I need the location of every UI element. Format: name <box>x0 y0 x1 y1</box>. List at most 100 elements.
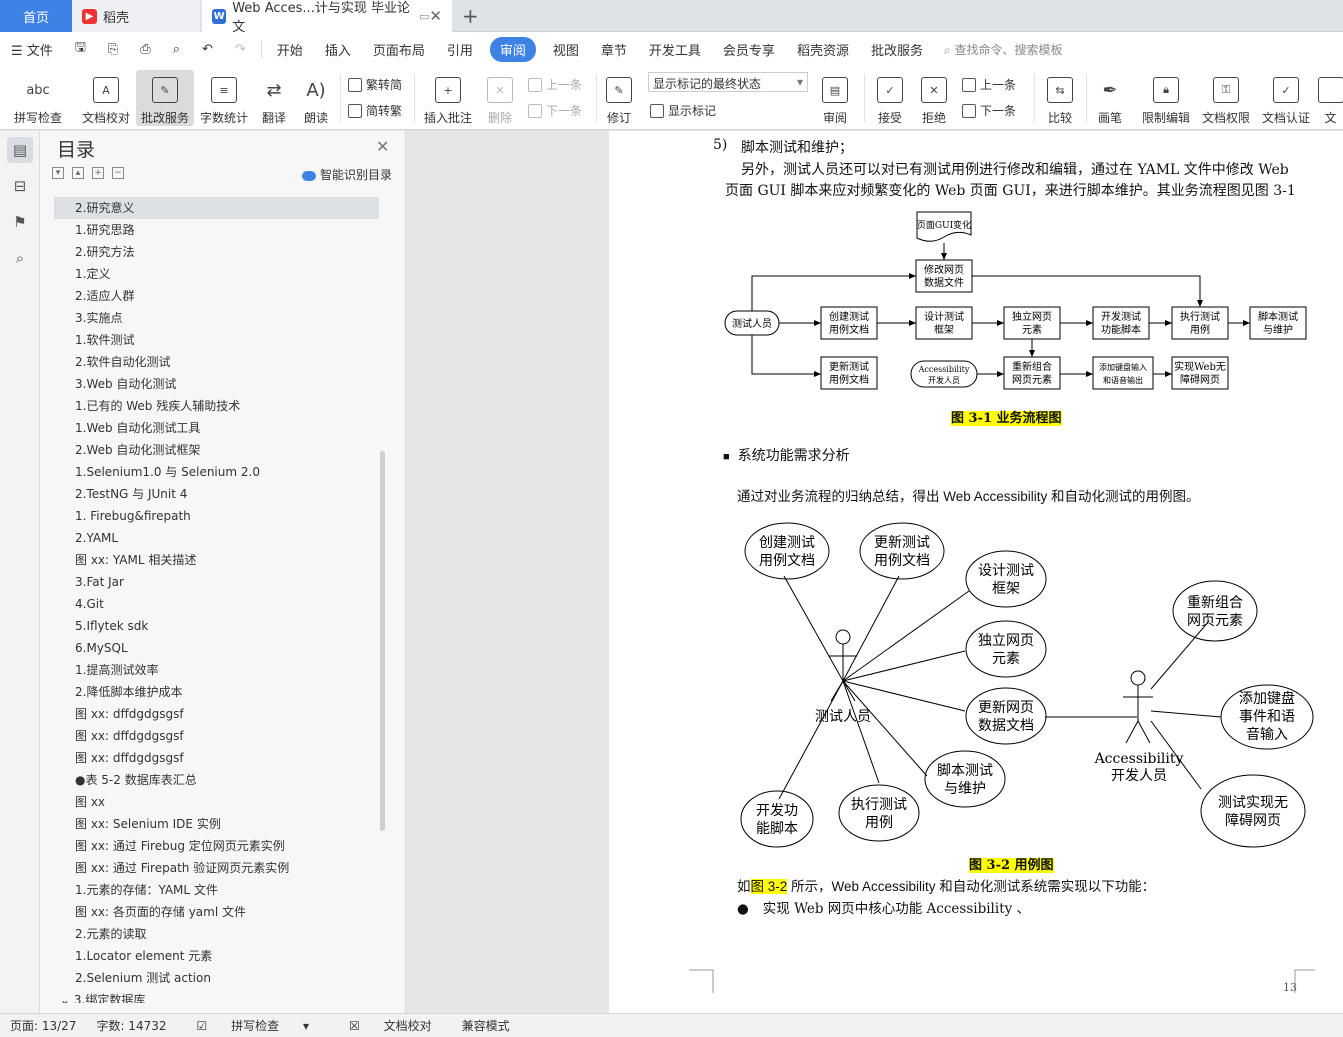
toc-item[interactable]: 图 xx: dffdgdgsgsf <box>75 729 184 743</box>
undo-icon[interactable]: ↶ <box>201 41 213 57</box>
toc-scrollbar[interactable] <box>380 451 385 831</box>
simp-to-trad-button[interactable]: 简转繁 <box>348 102 402 119</box>
accept-button[interactable]: ✓接受 <box>870 70 910 126</box>
menu-start[interactable]: 开始 <box>276 43 303 59</box>
toc-item[interactable]: 图 xx: YAML 相关描述 <box>75 553 197 567</box>
next-comment-button[interactable]: 下一条 <box>528 102 582 119</box>
menu-dev-tools[interactable]: 开发工具 <box>648 43 701 59</box>
insert-comment-button[interactable]: +插入批注 <box>420 70 476 126</box>
command-search[interactable]: ⌕ 查找命令、搜索模板 <box>943 42 1063 57</box>
menu-docer-res[interactable]: 稻壳资源 <box>796 43 849 59</box>
toc-item[interactable]: 2.YAML <box>75 531 119 545</box>
toc-item[interactable]: 2.Web 自动化测试框架 <box>75 443 201 457</box>
status-proofread[interactable]: ☒ 文档校对 <box>339 1017 442 1034</box>
menu-reference[interactable]: 引用 <box>446 43 473 59</box>
new-tab-icon[interactable]: + <box>462 4 479 28</box>
add-heading-icon[interactable]: + <box>92 167 104 179</box>
toc-item[interactable]: 1.已有的 Web 残疾人辅助技术 <box>75 399 241 413</box>
menu-view[interactable]: 视图 <box>552 43 579 59</box>
toc-item[interactable]: ⌄ 3.绑定数据库 <box>54 989 379 1003</box>
menu-layout[interactable]: 页面布局 <box>372 43 425 59</box>
toc-item[interactable]: 1.Web 自动化测试工具 <box>75 421 201 435</box>
toc-item[interactable]: 1.提高测试效率 <box>75 663 159 677</box>
toc-item[interactable]: 2.Selenium 测试 action <box>75 971 211 985</box>
save-icon[interactable]: 🖫 <box>74 40 86 55</box>
markup-state-select[interactable]: 显示标记的最终状态▾ <box>648 72 808 92</box>
delete-comment-button[interactable]: ✕删除 <box>480 70 520 126</box>
smart-toc-button[interactable]: 智能识别目录 <box>302 166 392 183</box>
compare-button[interactable]: ⇆比较 <box>1040 70 1080 126</box>
toc-item[interactable]: 4.Git <box>75 597 104 611</box>
read-aloud-button[interactable]: A)朗读 <box>298 70 334 126</box>
toc-item[interactable]: 1.Selenium1.0 与 Selenium 2.0 <box>75 465 260 479</box>
correction-service-button[interactable]: ✎批改服务 <box>136 70 194 126</box>
close-tab-icon[interactable]: ✕ <box>429 7 442 25</box>
toc-item[interactable]: 3.实施点 <box>75 311 123 325</box>
toc-panel-icon[interactable]: ▤ <box>7 137 33 163</box>
menu-review[interactable]: 审阅 <box>489 36 536 62</box>
toc-item[interactable]: 6.MySQL <box>75 641 128 655</box>
close-icon[interactable]: ✕ <box>376 137 390 156</box>
toc-item[interactable]: 图 xx: 各页面的存储 yaml 文件 <box>75 905 246 919</box>
next-change-button[interactable]: 下一条 <box>962 102 1016 119</box>
menu-member[interactable]: 会员专享 <box>722 43 775 59</box>
menu-insert[interactable]: 插入 <box>324 43 351 59</box>
toc-item[interactable]: 2.元素的读取 <box>75 927 147 941</box>
collapse-level-icon[interactable]: ▾ <box>52 167 64 179</box>
toc-item[interactable]: 1.元素的存储：YAML 文件 <box>75 883 218 897</box>
prev-change-button[interactable]: 上一条 <box>962 76 1016 93</box>
chapter-icon[interactable]: ⊟ <box>13 177 27 195</box>
trad-to-simp-button[interactable]: 繁转简 <box>348 76 402 93</box>
reject-button[interactable]: ✕拒绝 <box>914 70 954 126</box>
toc-item[interactable]: 1.研究思路 <box>75 223 135 237</box>
menu-chapter[interactable]: 章节 <box>600 43 627 59</box>
redo-icon[interactable]: ↷ <box>234 41 246 57</box>
toc-item[interactable]: 图 xx: Selenium IDE 实例 <box>75 817 221 831</box>
review-pane-button[interactable]: ▤审阅 <box>814 70 856 126</box>
print-icon[interactable]: ⎙ <box>140 41 151 57</box>
word-count[interactable]: 字数: 14732 <box>96 1019 167 1033</box>
toc-item[interactable]: 1.软件测试 <box>75 333 135 347</box>
preview-icon[interactable]: ⌕ <box>172 41 180 57</box>
toc-item[interactable]: 1. Firebug&firepath <box>75 509 191 523</box>
tab-docer[interactable]: ▶稻壳 <box>72 0 200 32</box>
expand-level-icon[interactable]: ▴ <box>72 167 84 179</box>
doc-cert-button[interactable]: ✓文档认证 <box>1258 70 1314 126</box>
toc-item[interactable]: 图 xx: dffdgdgsgsf <box>75 707 184 721</box>
toc-item[interactable]: 5.Iflytek sdk <box>75 619 149 633</box>
status-spell-check[interactable]: ☑ 拼写检查 ▾ <box>187 1017 319 1034</box>
toc-item[interactable]: 图 xx: dffdgdgsgsf <box>75 751 184 765</box>
toc-item[interactable]: 2.降低脚本维护成本 <box>75 685 183 699</box>
prev-comment-button[interactable]: 上一条 <box>528 76 582 93</box>
toc-item[interactable]: 2.TestNG 与 JUnit 4 <box>75 487 188 501</box>
toc-item[interactable]: 2.研究方法 <box>75 245 135 259</box>
show-markup-button[interactable]: 显示标记 <box>650 102 716 119</box>
expand-chevron-icon[interactable]: ⌄ <box>60 993 74 1003</box>
toc-item[interactable]: 2.适应人群 <box>75 289 135 303</box>
toc-item[interactable]: 3.Fat Jar <box>75 575 124 589</box>
more-button[interactable]: 文 <box>1318 70 1343 126</box>
toc-item[interactable]: 图 xx: 通过 Firebug 定位网页元素实例 <box>75 839 285 853</box>
tab-home[interactable]: 首页 <box>0 0 72 32</box>
bookmark-icon[interactable]: ⚑ <box>13 213 27 231</box>
export-icon[interactable]: ⎘ <box>107 41 119 57</box>
doc-permission-button[interactable]: ⚿文档权限 <box>1198 70 1254 126</box>
track-changes-button[interactable]: ✎修订 <box>600 70 638 126</box>
pen-button[interactable]: ✒画笔 <box>1092 70 1128 126</box>
toc-item[interactable]: 2.研究意义 <box>54 197 379 219</box>
toc-item[interactable]: 2.软件自动化测试 <box>75 355 171 369</box>
word-count-button[interactable]: ≡字数统计 <box>196 70 252 126</box>
restrict-edit-button[interactable]: 🔒︎限制编辑 <box>1138 70 1194 126</box>
menu-file[interactable]: ☰ 文件 <box>11 43 53 59</box>
toc-item[interactable]: 图 xx: 通过 Firepath 验证网页元素实例 <box>75 861 290 875</box>
page-indicator[interactable]: 页面: 13/27 <box>10 1019 77 1033</box>
toc-item[interactable]: 3.Web 自动化测试 <box>75 377 177 391</box>
toc-item[interactable]: ●表 5-2 数据库表汇总 <box>75 773 197 787</box>
search-icon[interactable]: ⌕ <box>15 249 25 267</box>
toc-item[interactable]: 图 xx <box>75 795 106 809</box>
translate-button[interactable]: ⇄翻译 <box>254 70 294 126</box>
toc-item[interactable]: 1.Locator element 元素 <box>75 949 213 963</box>
menu-correction[interactable]: 批改服务 <box>870 43 923 59</box>
